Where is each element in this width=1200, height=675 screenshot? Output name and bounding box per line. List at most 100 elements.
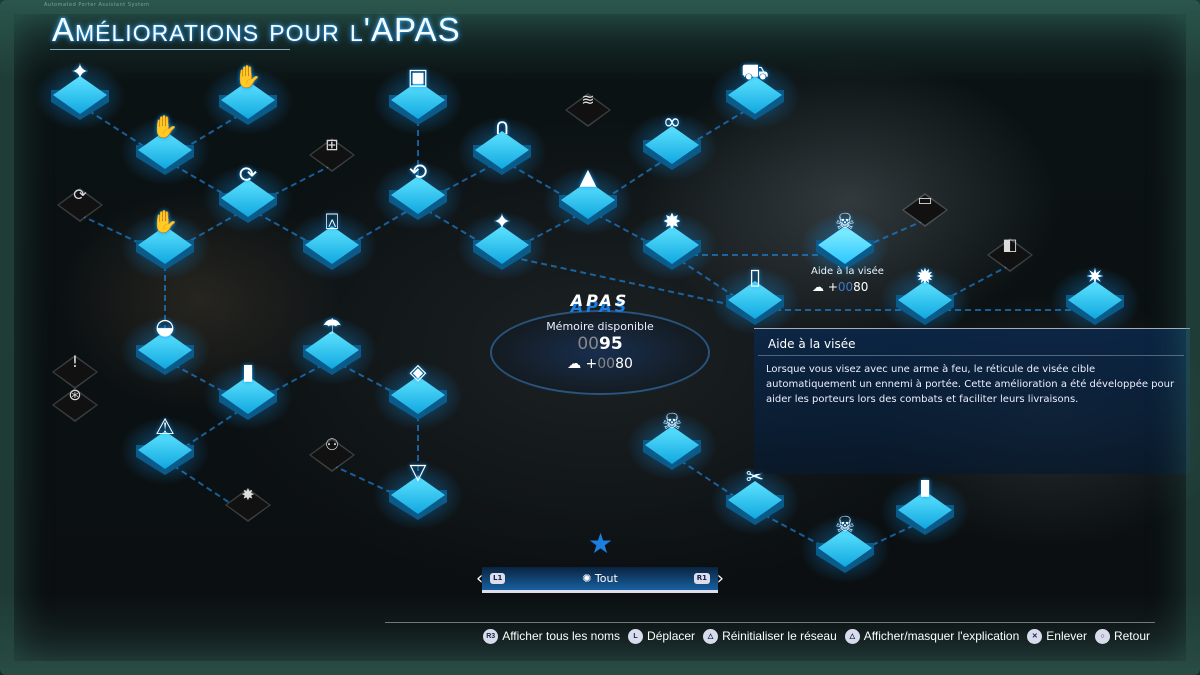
stars-hand-icon: ✦	[70, 60, 90, 85]
upgrade-node[interactable]: ⊞	[295, 126, 369, 184]
upgrade-node[interactable]: ▯	[710, 265, 800, 335]
upgrade-node[interactable]: ⟳	[203, 163, 293, 233]
upgrade-node[interactable]: ☠	[800, 210, 890, 280]
upgrade-node[interactable]: ✋	[120, 210, 210, 280]
package-badge-icon: ▣	[407, 65, 429, 90]
category-filter[interactable]: ‹ L1 ✺ Tout R1 ›	[476, 567, 724, 593]
hub-ring	[490, 310, 710, 395]
upgrade-node[interactable]: ☠	[800, 513, 890, 583]
battery-icon: ▭	[917, 190, 933, 209]
selected-node-name: Aide à la visée	[811, 266, 884, 277]
upgrade-node[interactable]: ⟲	[373, 160, 463, 230]
r1-button[interactable]: R1	[693, 573, 710, 584]
upgrade-node[interactable]: ▭	[888, 181, 962, 239]
water-warning-icon: ⚠	[155, 415, 175, 440]
chiral-cloud-icon: ☁	[567, 356, 582, 372]
hint-reset-network[interactable]: △Réinitialiser le réseau	[703, 628, 837, 644]
upgrade-node[interactable]: ≋	[551, 81, 625, 139]
explanation-title: Aide à la visée	[758, 329, 1184, 356]
upgrade-node[interactable]: ✷	[1050, 265, 1140, 335]
vehicle-signal-icon: ⛟	[741, 60, 769, 85]
memory-value-prefix: 00	[577, 334, 599, 354]
upgrade-node[interactable]: ✂	[710, 465, 800, 535]
node-link	[164, 159, 249, 209]
package-cycle-icon: ⊞	[325, 135, 339, 154]
hint-toggle-explanation[interactable]: △Afficher/masquer l'explication	[844, 628, 1019, 644]
cases-icon: ◧	[1002, 235, 1018, 254]
upgrade-node[interactable]: ⍓	[287, 210, 377, 280]
upgrade-node[interactable]: ✋	[120, 115, 210, 185]
upgrade-node[interactable]: ✦	[35, 60, 125, 130]
upgrade-node[interactable]: ⟳	[43, 176, 117, 234]
upgrade-node[interactable]: ☠	[627, 410, 717, 480]
upgrade-node[interactable]: ✸	[211, 476, 285, 534]
node-link	[247, 359, 333, 406]
upgrade-node[interactable]: ⛟	[710, 60, 800, 130]
upgrade-node[interactable]: ▮	[880, 475, 970, 545]
upgrade-node[interactable]: ▮	[203, 360, 293, 430]
upgrade-node[interactable]: ◈	[373, 360, 463, 430]
node-link	[671, 104, 756, 156]
selected-node-cost: ☁ +0080	[812, 280, 868, 294]
door-icon: ⍓	[325, 210, 339, 235]
cross-button-icon: ✕	[1027, 628, 1043, 644]
cost-sign: +	[827, 280, 838, 294]
chiral-cloud-icon: ☁	[812, 280, 824, 294]
upgrade-node[interactable]: ✹	[880, 265, 970, 335]
burst-badge-icon: ✷	[1085, 265, 1105, 290]
page-title: Améliorations pour l'APAS	[52, 11, 461, 48]
node-link	[501, 254, 756, 311]
burst-icon: ✸	[662, 210, 682, 235]
upgrade-node[interactable]: ⚠	[120, 415, 210, 485]
node-link	[587, 154, 673, 211]
canister-clock-icon: ▮	[918, 475, 932, 500]
node-link	[331, 204, 419, 256]
skull-target-icon: ☠	[835, 210, 855, 235]
hint-remove[interactable]: ✕Enlever	[1027, 628, 1087, 644]
hand-clock-icon: ✋	[151, 115, 179, 140]
upgrade-node[interactable]: ◧	[973, 226, 1047, 284]
l1-button[interactable]: L1	[490, 573, 506, 584]
upgrade-node[interactable]: ☂	[287, 315, 377, 385]
footer-divider	[385, 622, 1155, 623]
chevron-left-icon[interactable]: ‹	[476, 568, 484, 589]
canister-icon: ▯	[748, 265, 762, 290]
memory-value: 0095	[490, 334, 710, 355]
memory-gain: ☁ +0080	[490, 355, 710, 373]
stars-hand-icon: ✦	[492, 210, 512, 235]
mountain-icon: ▲	[579, 165, 597, 190]
hand-clock-icon: ✋	[234, 65, 262, 90]
cable-icon: ∩	[493, 115, 511, 140]
vehicle-cycle-icon: ⟲	[408, 160, 428, 185]
triangle-hold-icon: △	[703, 628, 719, 644]
upgrade-node[interactable]: ◒	[120, 315, 210, 385]
canister-clock-icon: ▮	[241, 360, 255, 385]
upgrade-node[interactable]: ▣	[373, 65, 463, 135]
upgrade-node[interactable]: ✦	[457, 210, 547, 280]
burst-icon: ✺	[582, 572, 592, 585]
upgrade-node[interactable]: ∞	[627, 110, 717, 180]
gain-value: 80	[615, 356, 633, 372]
hint-back[interactable]: ○Retour	[1094, 628, 1150, 644]
r3-button-icon: R3	[483, 628, 499, 644]
l-stick-icon: L	[628, 628, 644, 644]
upgrade-node[interactable]: ⊛	[38, 376, 112, 434]
explanation-panel: Aide à la visée Lorsque vous visez avec …	[754, 328, 1190, 474]
triangle-cycle-icon: ▽	[409, 460, 427, 485]
node-link	[79, 214, 166, 256]
umbrella-search-icon: ☂	[322, 315, 342, 340]
upgrade-node[interactable]: ✋	[203, 65, 293, 135]
hint-label: Retour	[1113, 629, 1150, 643]
upgrade-node[interactable]: !	[38, 343, 112, 401]
upgrade-node[interactable]: ▲	[543, 165, 633, 235]
chevron-right-icon[interactable]: ›	[716, 568, 724, 589]
upgrade-node[interactable]: ⚇	[295, 426, 369, 484]
upgrade-node[interactable]: ▽	[373, 460, 463, 530]
hint-label: Réinitialiser le réseau	[722, 629, 837, 643]
upgrade-node[interactable]: ∩	[457, 115, 547, 185]
refresh-icon: ⟳	[73, 185, 87, 204]
upgrade-node[interactable]: ✸	[627, 210, 717, 280]
